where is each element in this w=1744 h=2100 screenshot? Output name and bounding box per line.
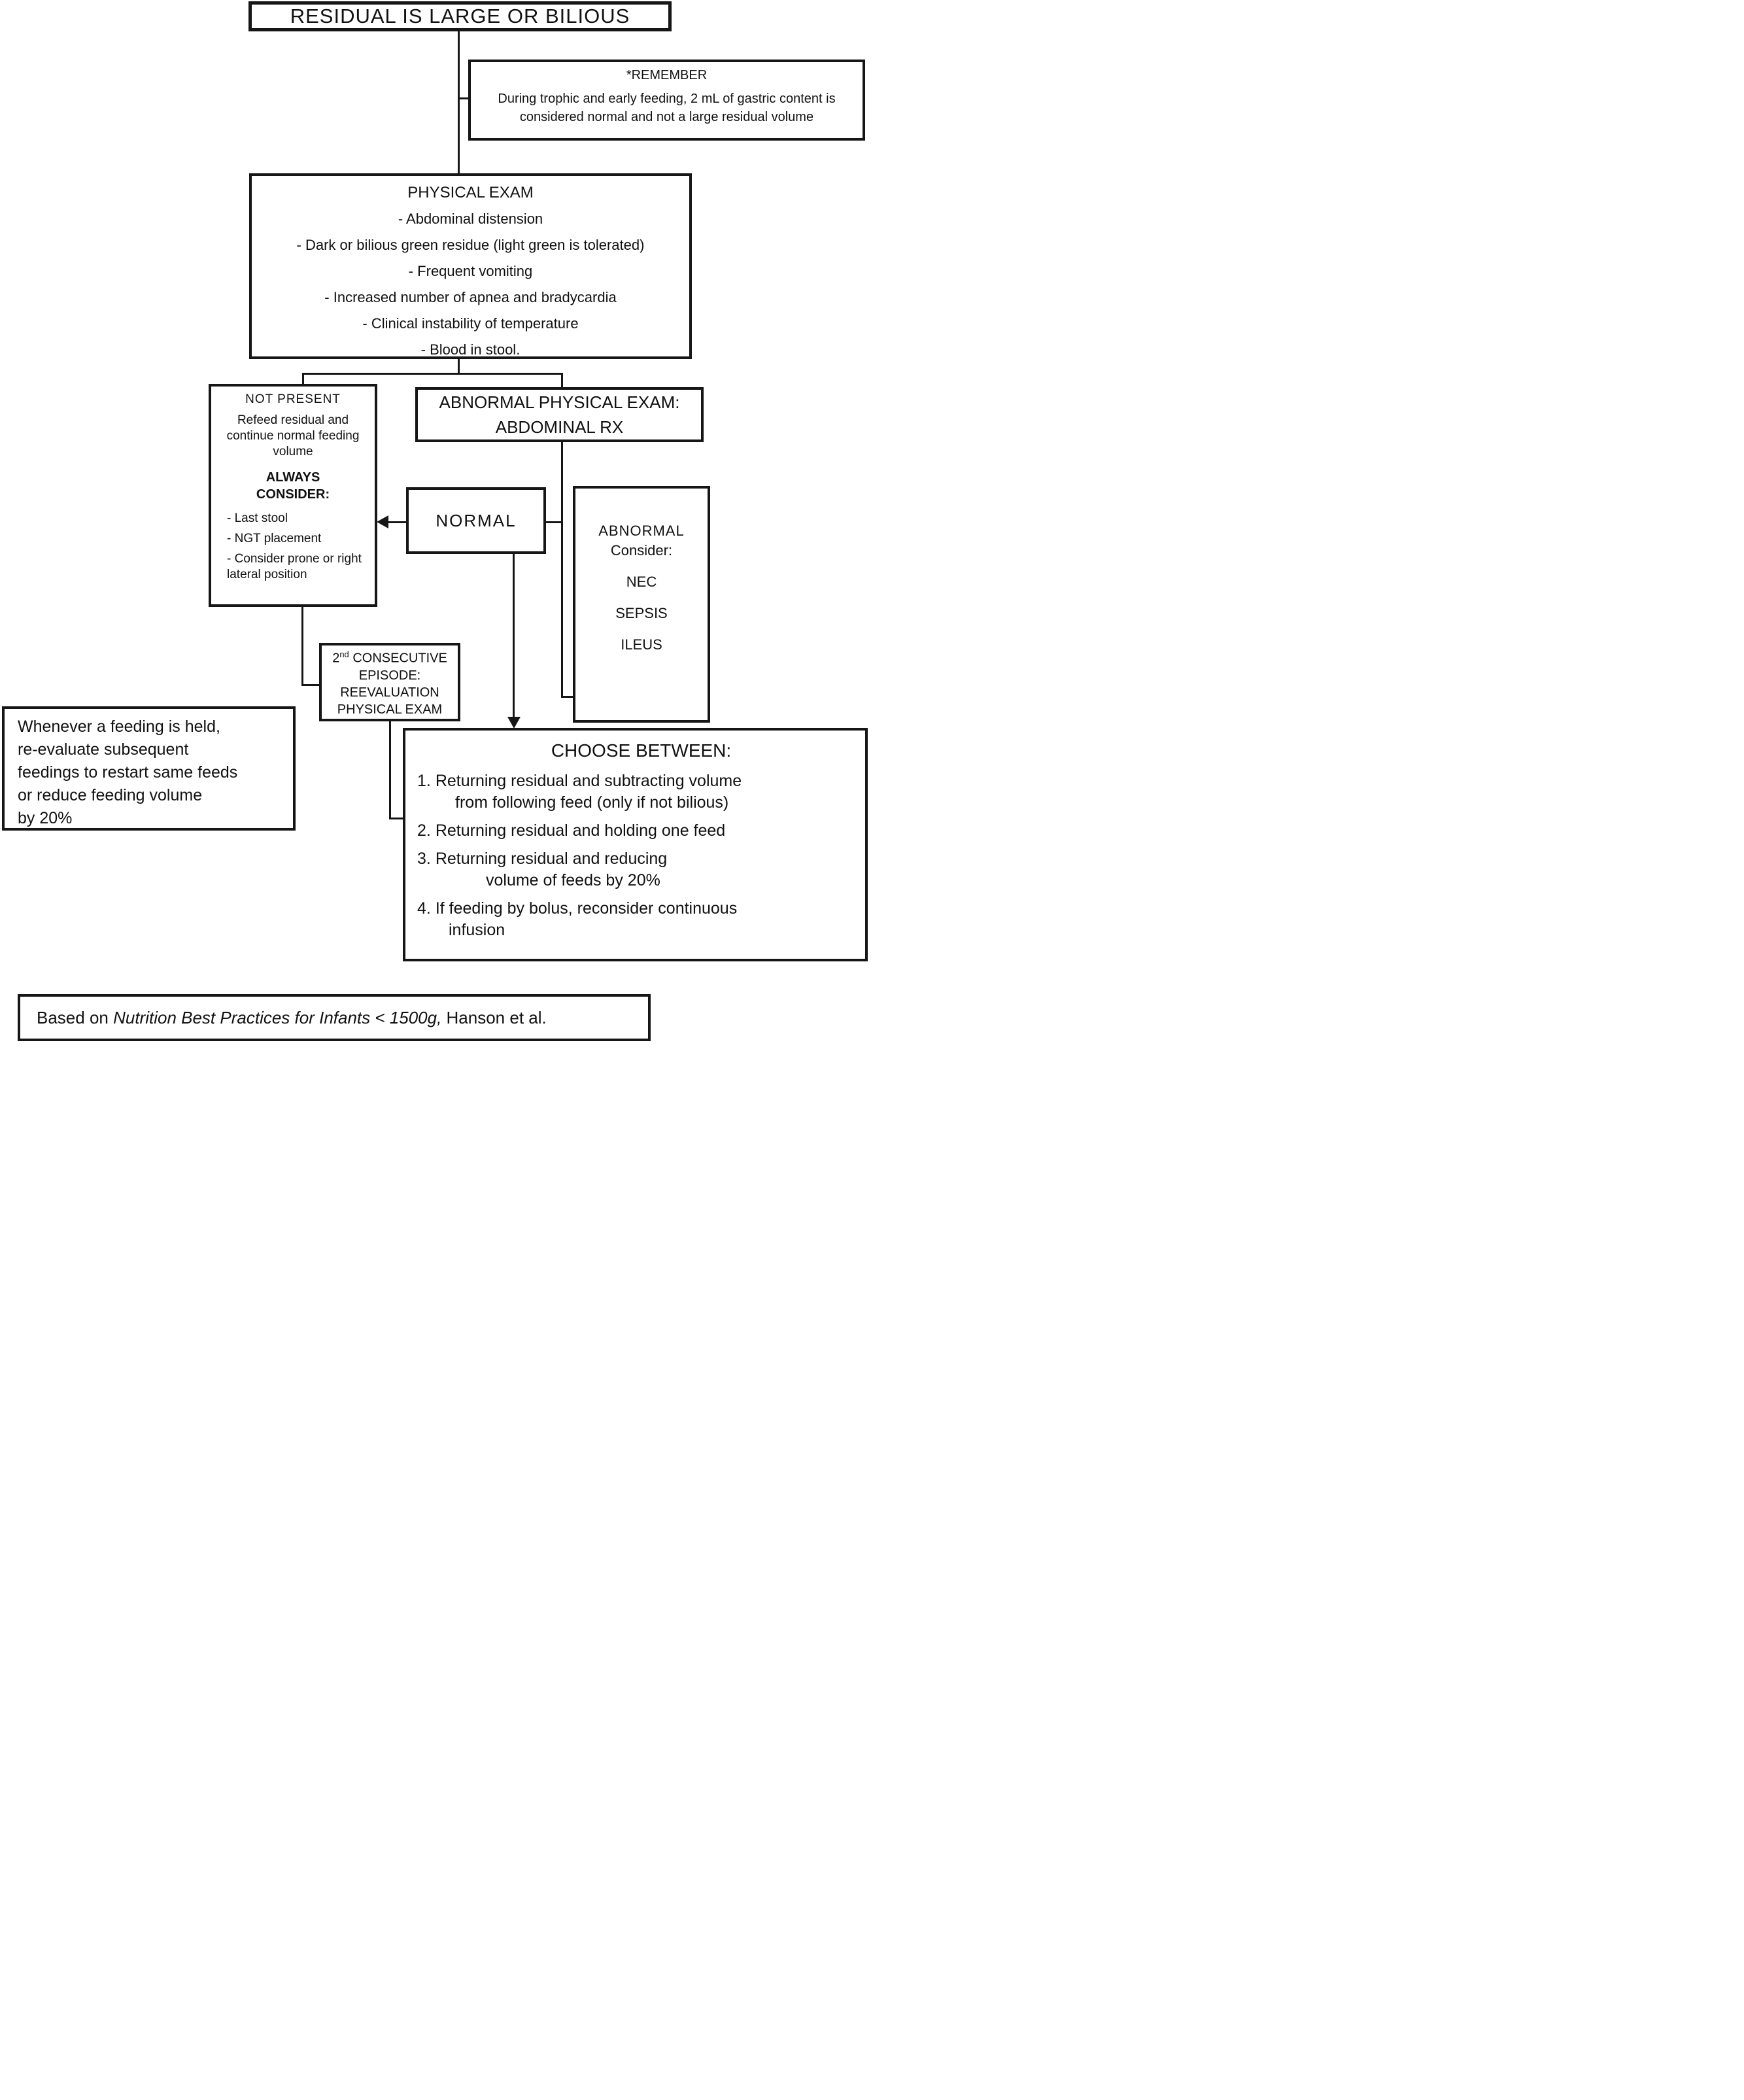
connector-trunk-to-abnormal [561, 696, 573, 698]
second-episode-line1-rest: CONSECUTIVE [349, 651, 447, 666]
choose-option-text: If feeding by bolus, reconsider continuo… [435, 899, 738, 918]
choose-option-line1: 4. If feeding by bolus, reconsider conti… [417, 898, 865, 920]
connector-branch-horizontal [302, 373, 563, 375]
second-episode-line1: 2nd CONSECUTIVE [322, 646, 458, 667]
normal-label: NORMAL [436, 510, 517, 530]
choose-option: 1. Returning residual and subtracting vo… [417, 770, 865, 814]
not-present-item: - Consider prone or right lateral positi… [227, 552, 362, 581]
choose-option: 3. Returning residual and reducing volum… [417, 848, 865, 891]
feeding-held-line: Whenever a feeding is held, [18, 717, 220, 736]
connector-stub-to-remember [458, 97, 468, 99]
physical-exam-box: PHYSICAL EXAM - Abdominal distension - D… [249, 173, 692, 359]
not-present-box: NOT PRESENT Refeed residual and continue… [209, 384, 377, 607]
arrowhead-down-icon [507, 717, 521, 729]
abnormal-item: ILEUS [621, 636, 662, 653]
flowchart-page: RESIDUAL IS LARGE OR BILIOUS *REMEMBER D… [0, 0, 872, 1050]
connector-normal-to-choose [513, 554, 515, 719]
choose-between-title: CHOOSE BETWEEN: [551, 740, 732, 761]
choose-option-number: 2. [417, 821, 431, 840]
physical-exam-item: - Frequent vomiting [408, 263, 533, 279]
connector-title-to-physical-exam [458, 30, 460, 173]
residual-title: RESIDUAL IS LARGE OR BILIOUS [290, 5, 630, 27]
choose-option-number: 3. [417, 850, 431, 868]
attribution-source-title: Nutrition Best Practices for Infants < 1… [113, 1007, 442, 1027]
abnormal-physical-exam-line2: ABDOMINAL RX [495, 417, 624, 437]
choose-option-number: 1. [417, 772, 431, 790]
not-present-list: - Last stool - NGT placement - Consider … [218, 511, 368, 583]
choose-option-line2: volume of feeds by 20% [486, 871, 660, 889]
remember-body: During trophic and early feeding, 2 mL o… [498, 92, 836, 124]
normal-box: NORMAL [406, 487, 546, 554]
connector-branch-to-not-present [302, 373, 304, 384]
choose-option-text: Returning residual and reducing [435, 850, 668, 868]
choose-option: 4. If feeding by bolus, reconsider conti… [417, 898, 865, 941]
abnormal-title: ABNORMAL [598, 523, 685, 539]
physical-exam-item: - Increased number of apnea and bradycar… [324, 289, 617, 305]
connector-not-present-down [301, 607, 303, 686]
abnormal-item: SEPSIS [615, 605, 668, 621]
connector-second-episode-down [389, 721, 391, 819]
feeding-held-line: re-evaluate subsequent [18, 740, 189, 759]
connector-to-second-episode [301, 684, 319, 686]
choose-option-line1: 2. Returning residual and holding one fe… [417, 820, 865, 842]
feeding-held-line: feedings to restart same feeds [18, 763, 238, 782]
feeding-held-line: or reduce feeding volume [18, 786, 203, 804]
connector-abnormal-exam-trunk [561, 442, 563, 698]
second-episode-number: 2 [332, 651, 340, 666]
feeding-held-line: by 20% [18, 809, 73, 827]
connector-branch-to-abnormal-exam [561, 373, 563, 387]
physical-exam-item: - Clinical instability of temperature [362, 315, 579, 332]
not-present-item: - NGT placement [227, 532, 322, 545]
remember-note-box: *REMEMBER During trophic and early feedi… [468, 60, 865, 141]
choose-option-line2: from following feed (only if not bilious… [455, 793, 729, 812]
abnormal-consider-box: ABNORMAL Consider: NEC SEPSIS ILEUS [573, 486, 710, 723]
not-present-item: - Last stool [227, 511, 288, 525]
arrowhead-left-icon [377, 515, 388, 528]
feeding-held-note-box: Whenever a feeding is held, re-evaluate … [2, 706, 296, 831]
choose-between-list: 1. Returning residual and subtracting vo… [417, 770, 865, 941]
choose-option-text: Returning residual and holding one feed [435, 821, 726, 840]
choose-option-line2: infusion [449, 921, 505, 939]
abnormal-subtitle: Consider: [610, 542, 673, 559]
abnormal-physical-exam-box: ABNORMAL PHYSICAL EXAM: ABDOMINAL RX [415, 387, 704, 442]
choose-between-box: CHOOSE BETWEEN: 1. Returning residual an… [403, 728, 868, 961]
remember-title: *REMEMBER [626, 68, 708, 82]
not-present-body: Refeed residual and continue normal feed… [226, 413, 360, 458]
attribution-box: Based on Nutrition Best Practices for In… [18, 994, 651, 1041]
second-episode-box: 2nd CONSECUTIVE EPISODE: REEVALUATION PH… [319, 643, 460, 721]
not-present-title: NOT PRESENT [245, 392, 341, 406]
attribution-text: Based on Nutrition Best Practices for In… [37, 1008, 547, 1028]
connector-trunk-to-normal [546, 521, 561, 523]
always-consider-label: ALWAYS CONSIDER: [256, 470, 330, 502]
choose-option-text: Returning residual and subtracting volum… [435, 772, 742, 790]
abnormal-physical-exam-line1: ABNORMAL PHYSICAL EXAM: [439, 392, 680, 412]
attribution-suffix: Hanson et al. [441, 1007, 547, 1027]
choose-option-number: 4. [417, 899, 431, 918]
residual-title-box: RESIDUAL IS LARGE OR BILIOUS [248, 1, 672, 31]
second-episode-line3: REEVALUATION [340, 685, 439, 700]
physical-exam-item: - Blood in stool. [420, 341, 521, 358]
second-episode-line2: EPISODE: [358, 668, 421, 683]
choose-option-line1: 3. Returning residual and reducing [417, 848, 865, 870]
abnormal-list: NEC SEPSIS ILEUS [575, 572, 708, 655]
second-episode-line4: PHYSICAL EXAM [337, 702, 443, 717]
choose-option: 2. Returning residual and holding one fe… [417, 820, 865, 842]
physical-exam-list: - Abdominal distension - Dark or bilious… [252, 206, 689, 363]
connector-physical-exam-to-branch [458, 359, 460, 375]
physical-exam-item: - Abdominal distension [398, 211, 543, 227]
feeding-held-lines: Whenever a feeding is held, re-evaluate … [18, 715, 293, 830]
attribution-prefix: Based on [37, 1007, 114, 1027]
abnormal-item: NEC [626, 574, 657, 590]
connector-to-choose-left [389, 818, 403, 819]
physical-exam-item: - Dark or bilious green residue (light g… [296, 237, 645, 253]
second-episode-ordinal: nd [339, 649, 349, 660]
choose-option-line1: 1. Returning residual and subtracting vo… [417, 770, 865, 792]
connector-normal-to-not-present [387, 521, 406, 523]
physical-exam-title: PHYSICAL EXAM [407, 184, 534, 201]
